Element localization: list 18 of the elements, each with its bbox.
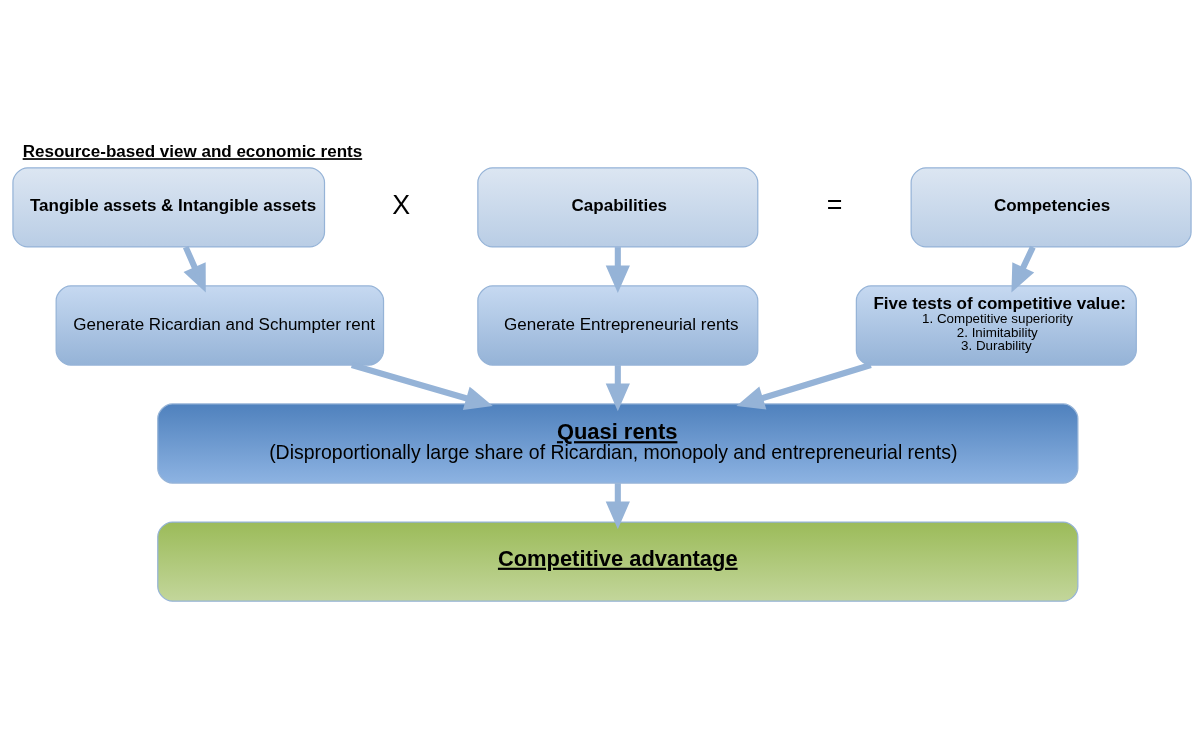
node-box: Tangible assets & Intangible assets (12, 167, 326, 248)
label: = (826, 190, 843, 221)
node-box: Generate Ricardian and Schumpter rent (55, 285, 385, 366)
arrow (736, 362, 872, 410)
arrow (350, 362, 493, 410)
arrow (605, 483, 630, 530)
node-box: Competencies (910, 167, 1192, 248)
node-box: Capabilities (477, 167, 759, 248)
arrow (1011, 245, 1036, 293)
arrow (605, 247, 630, 294)
arrow (605, 365, 630, 412)
node-box: Competitive advantage (157, 521, 1079, 602)
diagram-title: Resource-based view and economic rents (22, 142, 363, 162)
arrow (182, 245, 206, 293)
node-box: Five tests of competitive value: 1. Competitive superiority 2. Inimitability 3. Durability (855, 285, 1137, 366)
node-box: Quasi rents (Disproportionally large share of Ricardian, monopoly and entrepreneurial rents) (157, 403, 1079, 484)
label: X (392, 190, 411, 221)
node-box: Generate Entrepreneurial rents (477, 285, 759, 366)
